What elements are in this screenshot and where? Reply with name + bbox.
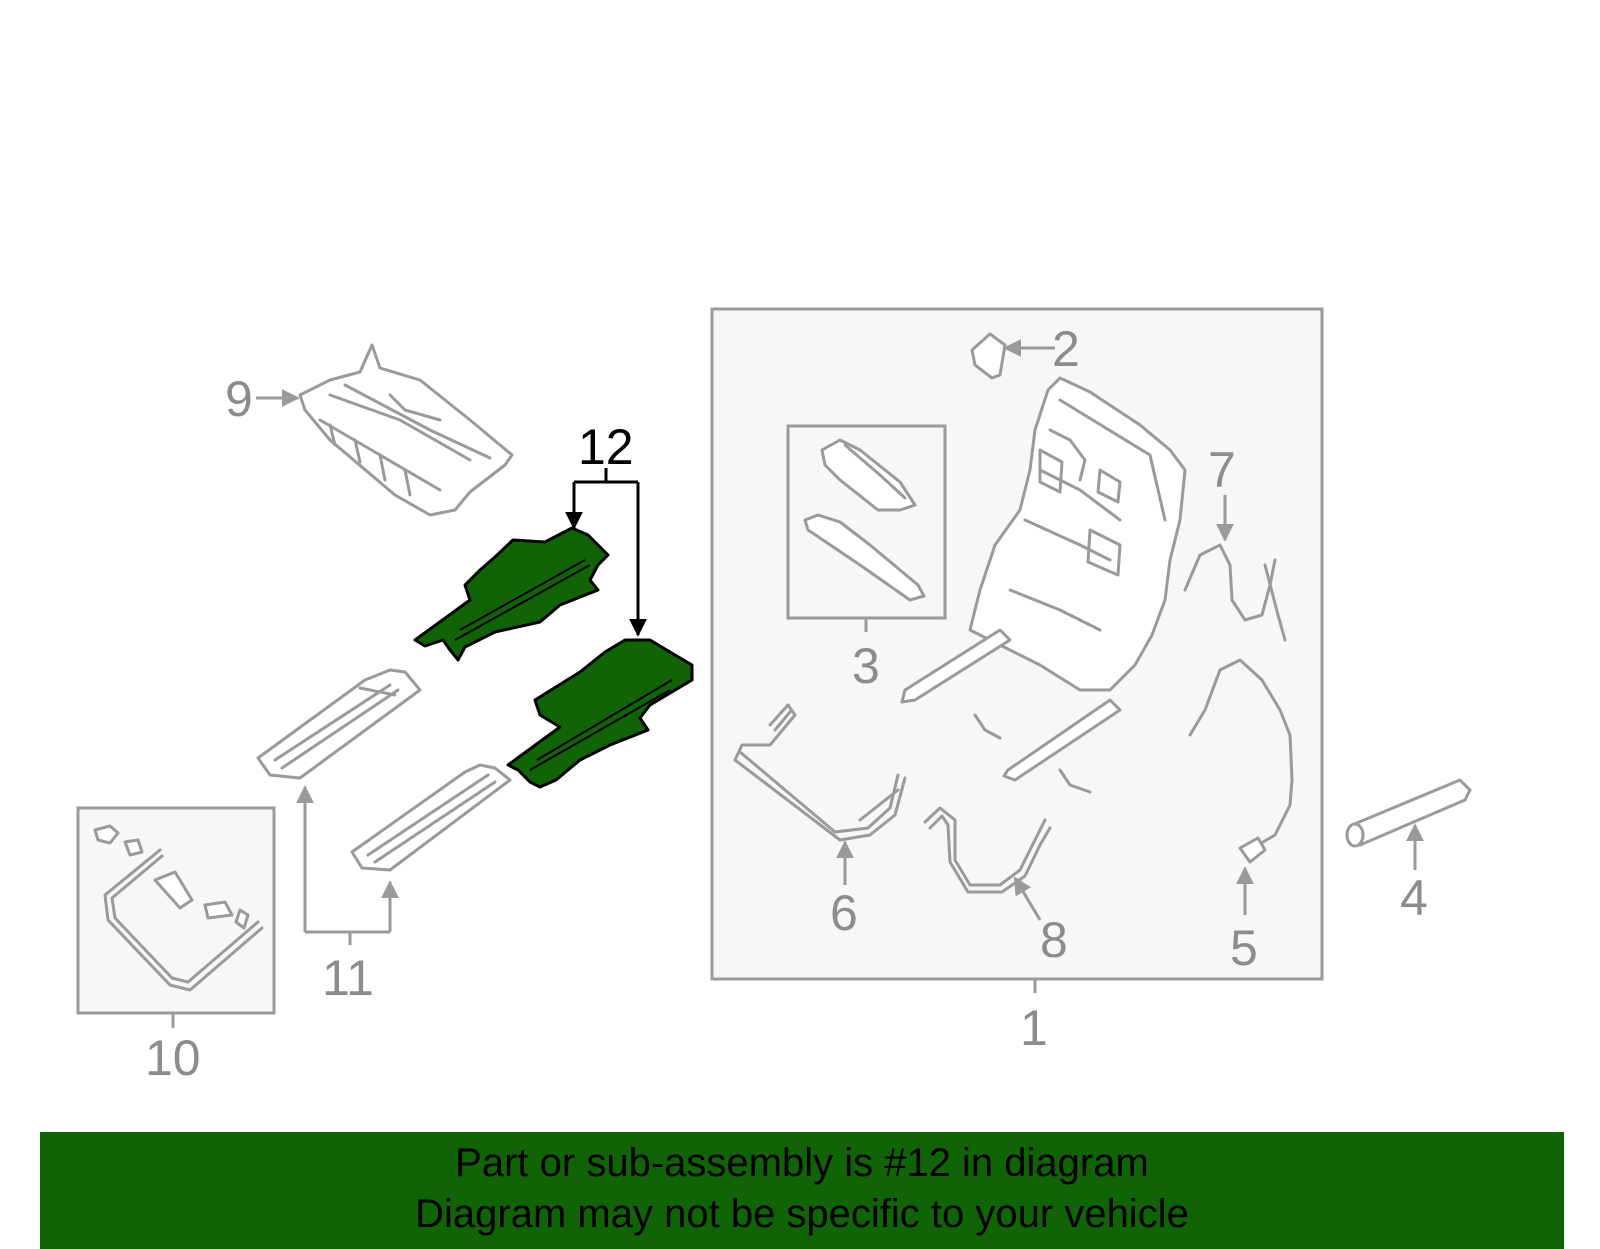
banner-line-1: Part or sub-assembly is #12 in diagram [455, 1141, 1149, 1185]
part-12-rail-cover-upper[interactable] [413, 526, 610, 662]
part-11-rail-trim-lower [350, 763, 512, 872]
callout-1: 1 [1020, 1000, 1048, 1056]
part-9-cushion-frame [298, 343, 514, 517]
part-1-seat-frame [900, 376, 1187, 794]
callout-5: 5 [1230, 920, 1258, 976]
part-10-wire-clips [93, 824, 264, 992]
part-2-clip [970, 332, 1007, 380]
banner-background [40, 1132, 1564, 1249]
part-8-wire [923, 806, 1052, 894]
callout-10: 10 [145, 1030, 201, 1086]
callout-6: 6 [830, 885, 858, 941]
callout-2: 2 [1052, 321, 1080, 377]
part-4-rod [1345, 778, 1472, 848]
callout-12: 12 [578, 419, 634, 475]
callout-3: 3 [852, 638, 880, 694]
leader-12 [565, 468, 647, 637]
leader-11 [296, 785, 399, 945]
part-12-rail-cover-lower[interactable] [506, 638, 694, 789]
callout-11: 11 [322, 950, 374, 1006]
leader-8 [1013, 876, 1042, 921]
part-6-frame-wire [733, 703, 907, 842]
part-5-cable [1188, 658, 1294, 864]
callout-8: 8 [1040, 912, 1068, 968]
callout-7: 7 [1208, 442, 1236, 498]
part-7-wire [1183, 543, 1287, 642]
banner-line-2: Diagram may not be specific to your vehi… [415, 1192, 1189, 1236]
part-3-brackets [803, 438, 926, 602]
callout-9: 9 [225, 371, 253, 427]
info-banner: Part or sub-assembly is #12 in diagram D… [40, 1132, 1564, 1249]
callout-4: 4 [1400, 870, 1428, 926]
part-11-rail-trim-upper [256, 668, 422, 780]
